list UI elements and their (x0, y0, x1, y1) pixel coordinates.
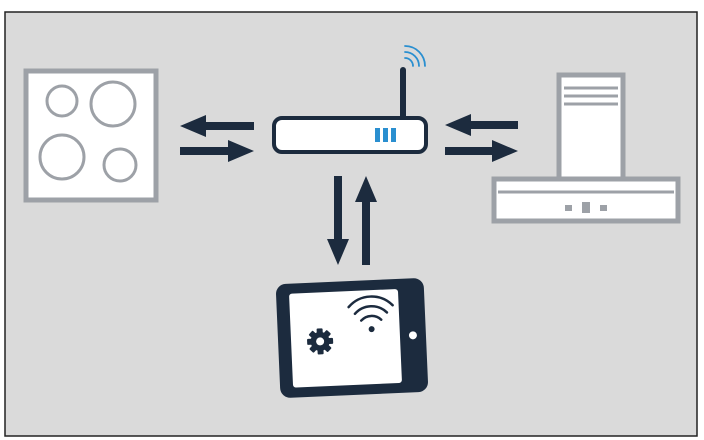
gear-icon (307, 328, 334, 355)
router-icon (272, 45, 428, 154)
hood-icon (491, 72, 681, 224)
tablet-wifi-icon (347, 295, 394, 333)
arrows-router-hood (445, 114, 518, 162)
arrows-router-tablet (327, 176, 377, 265)
router-wifi-icon (404, 45, 426, 67)
cooktop-icon (23, 68, 159, 203)
tablet-icon (276, 278, 428, 398)
arrows-cooktop-router (180, 115, 254, 162)
